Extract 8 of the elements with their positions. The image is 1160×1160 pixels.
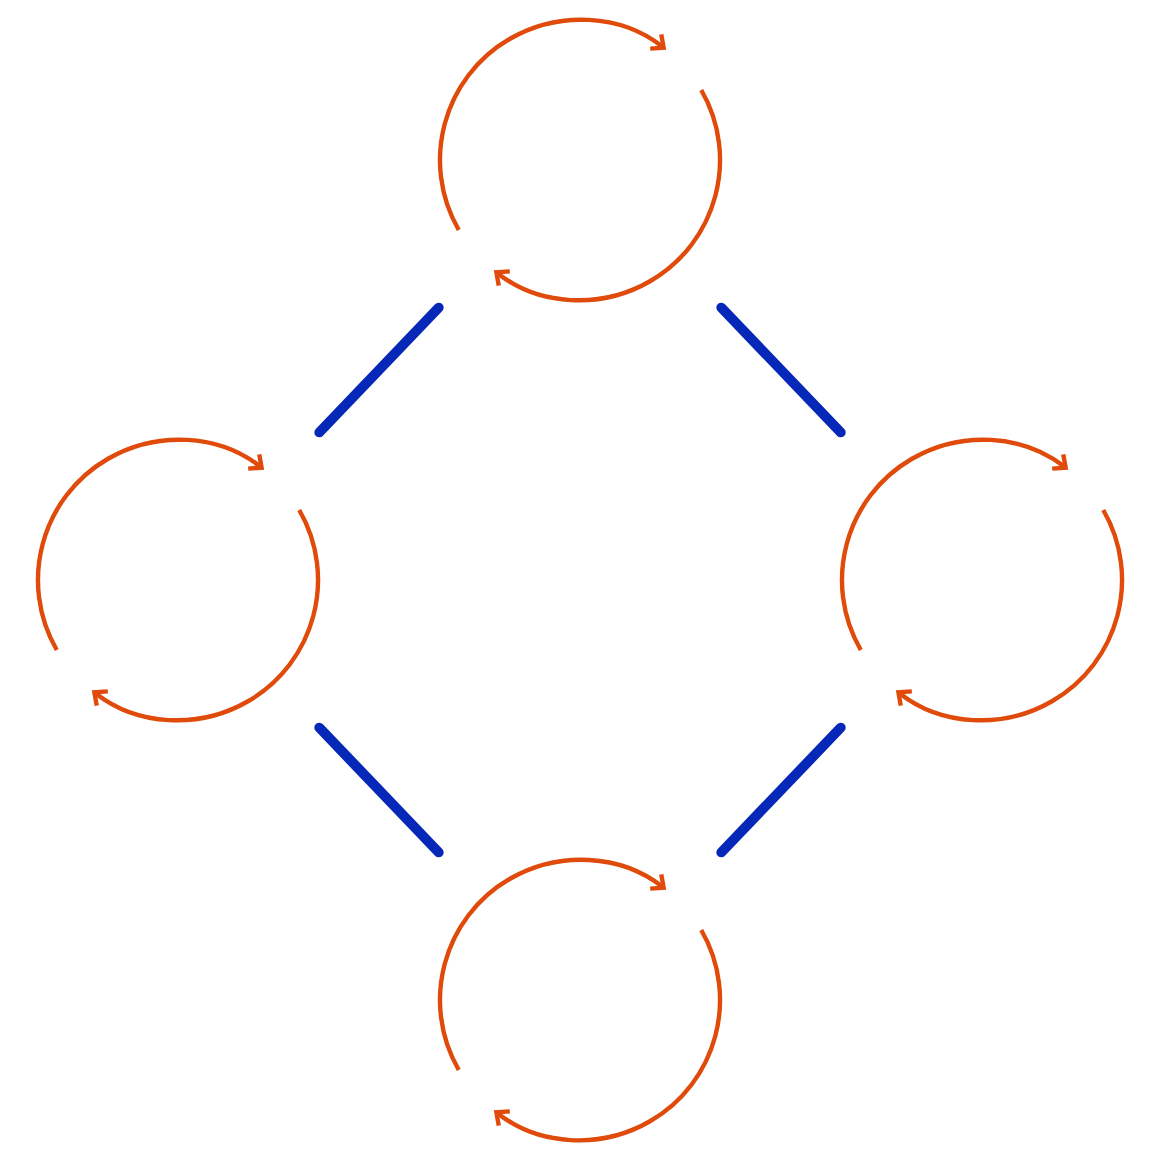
cycle-arrow-circle bbox=[35, 437, 321, 723]
connector-line bbox=[314, 302, 444, 438]
cycle-arrow-circle bbox=[839, 437, 1125, 723]
cycle-arrow-circle bbox=[437, 17, 723, 303]
cycle-arrow-circle bbox=[437, 857, 723, 1143]
connector-line bbox=[716, 722, 846, 858]
connector-line bbox=[314, 722, 444, 858]
connector-line bbox=[716, 302, 846, 438]
